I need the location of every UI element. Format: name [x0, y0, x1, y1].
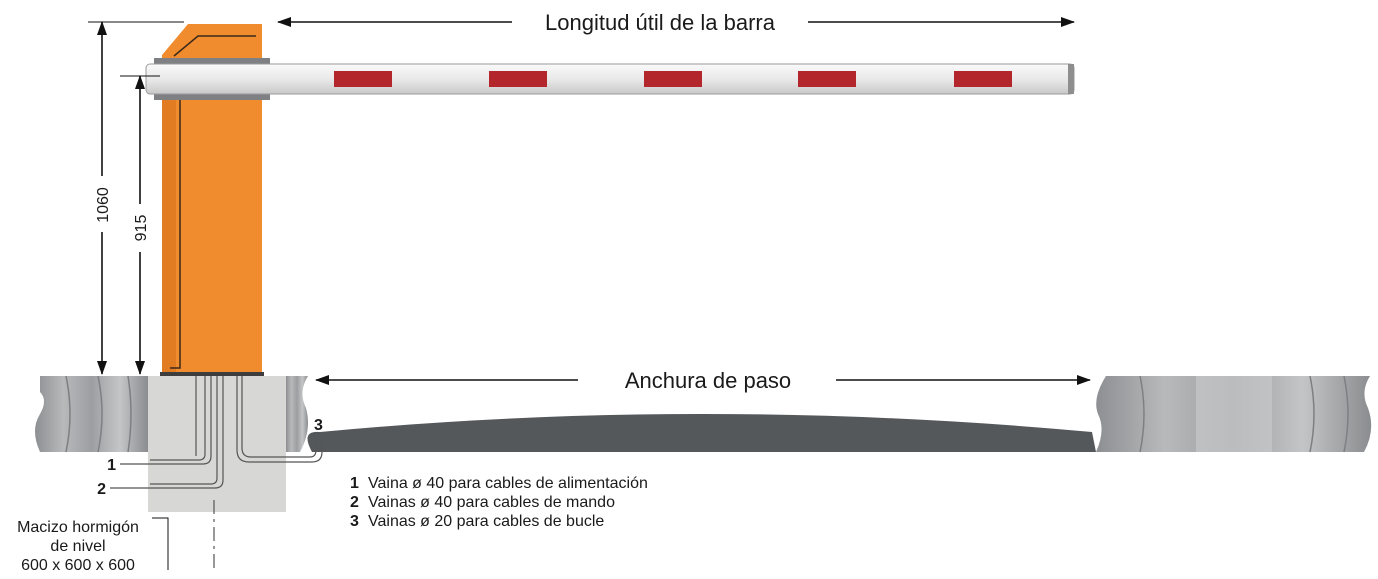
- passage-width-label: Anchura de paso: [625, 368, 791, 393]
- barrier-length-label: Longitud útil de la barra: [545, 10, 776, 35]
- foundation-label-line2: de nivel: [50, 538, 105, 555]
- legend-number-3: 3: [350, 513, 359, 530]
- foundation-label-line3: 600 x 600 x 600: [21, 557, 135, 574]
- conduit-marker-3: 3: [314, 417, 323, 434]
- arm-reflector-stripe: [334, 71, 392, 87]
- conduit-marker-2: 2: [97, 481, 106, 498]
- total-height-label: 1060: [95, 187, 112, 223]
- legend: 1 Vaina ø 40 para cables de alimentación…: [350, 475, 648, 530]
- left-curb: [35, 375, 148, 453]
- arm-reflector-stripe: [644, 71, 702, 87]
- conduit-paths: [110, 376, 323, 570]
- foundation-leader: [152, 517, 169, 570]
- middle-curb: [286, 376, 308, 452]
- arm-reflector-stripe: [489, 71, 547, 87]
- legend-number-1: 1: [350, 475, 359, 492]
- legend-text-1: Vaina ø 40 para cables de alimentación: [368, 475, 648, 492]
- right-curb: [1096, 375, 1372, 453]
- arm-height-label: 915: [133, 215, 150, 242]
- legend-number-2: 2: [350, 494, 359, 511]
- road-surface: [307, 414, 1096, 452]
- arm-reflector-stripe: [798, 71, 856, 87]
- legend-text-2: Vainas ø 40 para cables de mando: [368, 494, 615, 511]
- barrier-cabinet: [154, 24, 270, 376]
- arm-reflector-stripe: [954, 71, 1012, 87]
- foundation-label-line1: Macizo hormigón: [17, 519, 139, 536]
- conduit-marker-1: 1: [107, 457, 116, 474]
- legend-text-3: Vainas ø 20 para cables de bucle: [368, 513, 604, 530]
- barrier-arm: [145, 63, 1075, 95]
